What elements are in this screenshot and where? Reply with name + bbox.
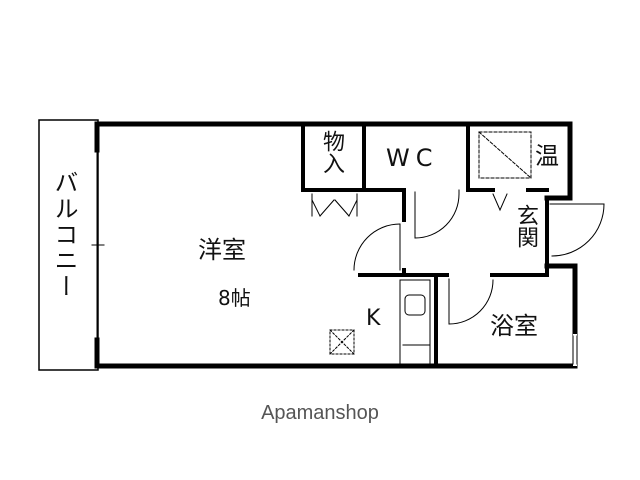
ventilation-box: [329, 329, 355, 355]
toilet-label: WC: [386, 144, 439, 172]
kitchen-label: K: [366, 306, 381, 331]
entrance-step: [492, 193, 508, 212]
western-room-door: [353, 223, 401, 271]
entrance-label: 玄関: [513, 204, 538, 248]
western-room-label: 洋室: [198, 236, 246, 264]
storage-label: 物入: [319, 130, 344, 174]
bathroom-door: [448, 278, 494, 325]
water-heater-label: 温: [535, 142, 559, 170]
water-heater: [478, 131, 532, 179]
western-room-size: 8帖: [218, 286, 251, 310]
balcony-label: バルコニー: [50, 170, 78, 300]
storage-door: [311, 193, 358, 217]
watermark: Apamanshop: [261, 402, 379, 424]
front-door: [549, 203, 605, 257]
bathroom-label: 浴室: [490, 312, 538, 340]
toilet-door: [414, 189, 460, 239]
kitchen-counter: [399, 279, 431, 365]
interior-walls: [301, 122, 549, 368]
